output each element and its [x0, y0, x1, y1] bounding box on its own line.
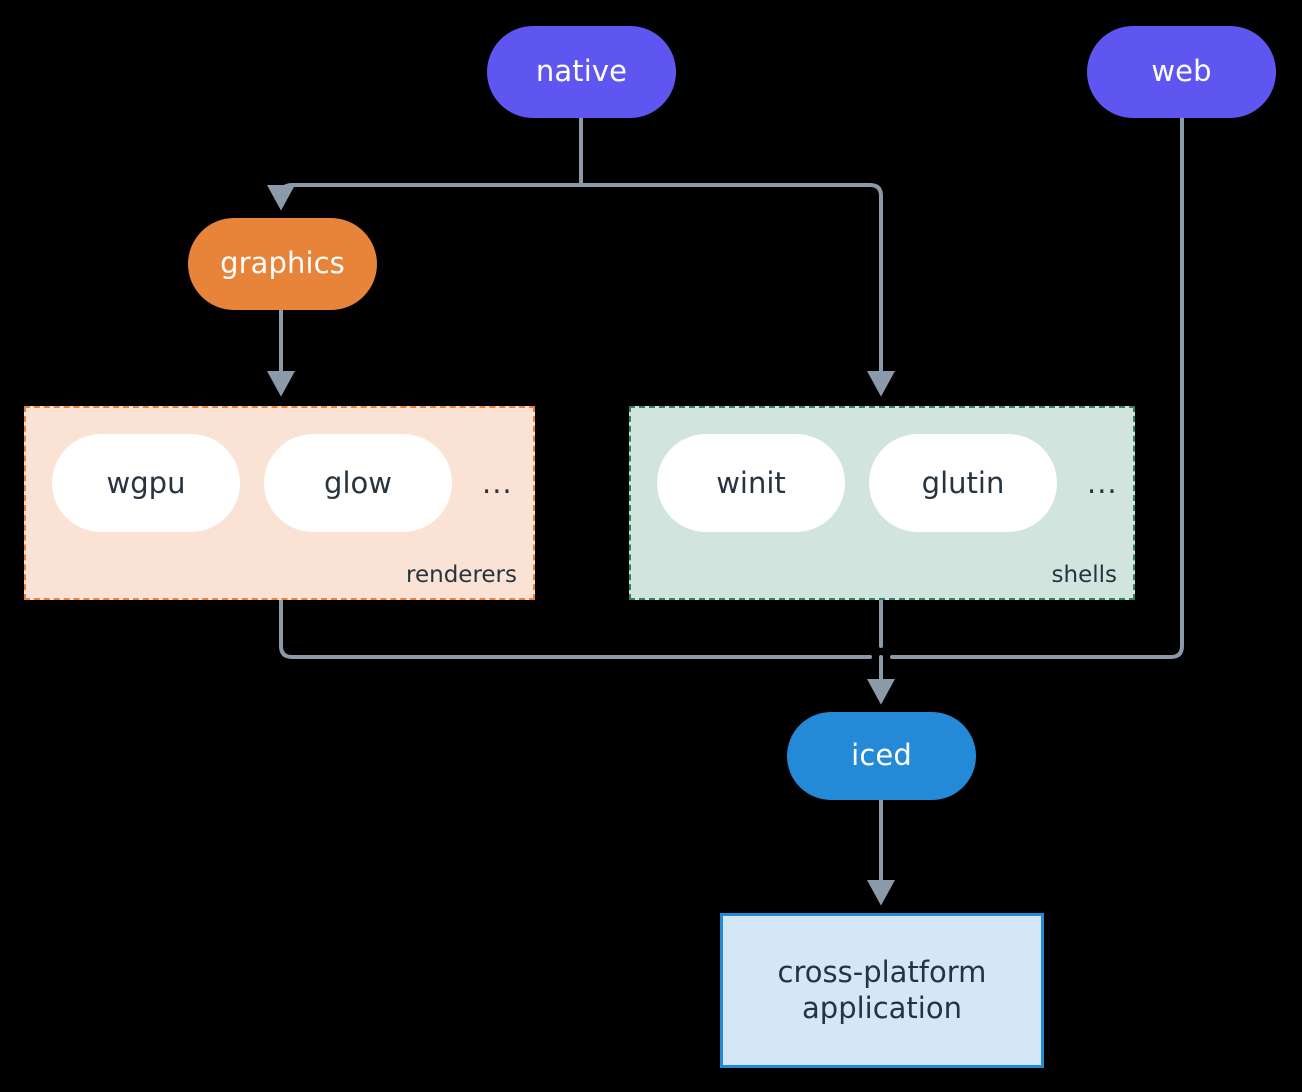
shells-more-ellipsis: ...	[1087, 466, 1118, 500]
chip-winit[interactable]: winit	[657, 434, 845, 532]
node-native[interactable]: native	[487, 26, 676, 118]
edge-renderers-to-iced	[279, 598, 872, 659]
group-shells-items: winit glutin ...	[631, 434, 1133, 532]
renderers-more-ellipsis: ...	[482, 466, 513, 500]
node-graphics-label: graphics	[220, 246, 345, 281]
chip-glutin[interactable]: glutin	[869, 434, 1057, 532]
group-renderers-label: renderers	[406, 562, 517, 588]
chip-glutin-label: glutin	[921, 466, 1005, 500]
chip-wgpu[interactable]: wgpu	[52, 434, 240, 532]
node-application[interactable]: cross-platform application	[720, 913, 1044, 1068]
node-iced-label: iced	[851, 738, 912, 773]
node-web-label: web	[1151, 54, 1212, 89]
group-shells: winit glutin ... shells	[629, 406, 1135, 600]
chip-winit-label: winit	[716, 466, 786, 500]
chip-wgpu-label: wgpu	[106, 466, 186, 500]
chip-glow-label: glow	[324, 466, 392, 500]
node-web[interactable]: web	[1087, 26, 1276, 118]
group-renderers: wgpu glow ... renderers	[24, 406, 535, 600]
group-renderers-items: wgpu glow ...	[26, 434, 533, 532]
edge-native-to-graphics	[267, 183, 583, 211]
chip-glow[interactable]: glow	[264, 434, 452, 532]
node-application-label-line1: cross-platform	[777, 955, 987, 990]
node-iced[interactable]: iced	[787, 712, 976, 800]
node-native-label: native	[535, 54, 628, 89]
edge-native-to-shells	[579, 183, 895, 397]
group-shells-label: shells	[1051, 562, 1117, 588]
node-graphics[interactable]: graphics	[188, 218, 377, 310]
node-application-label-line2: application	[802, 990, 962, 1025]
